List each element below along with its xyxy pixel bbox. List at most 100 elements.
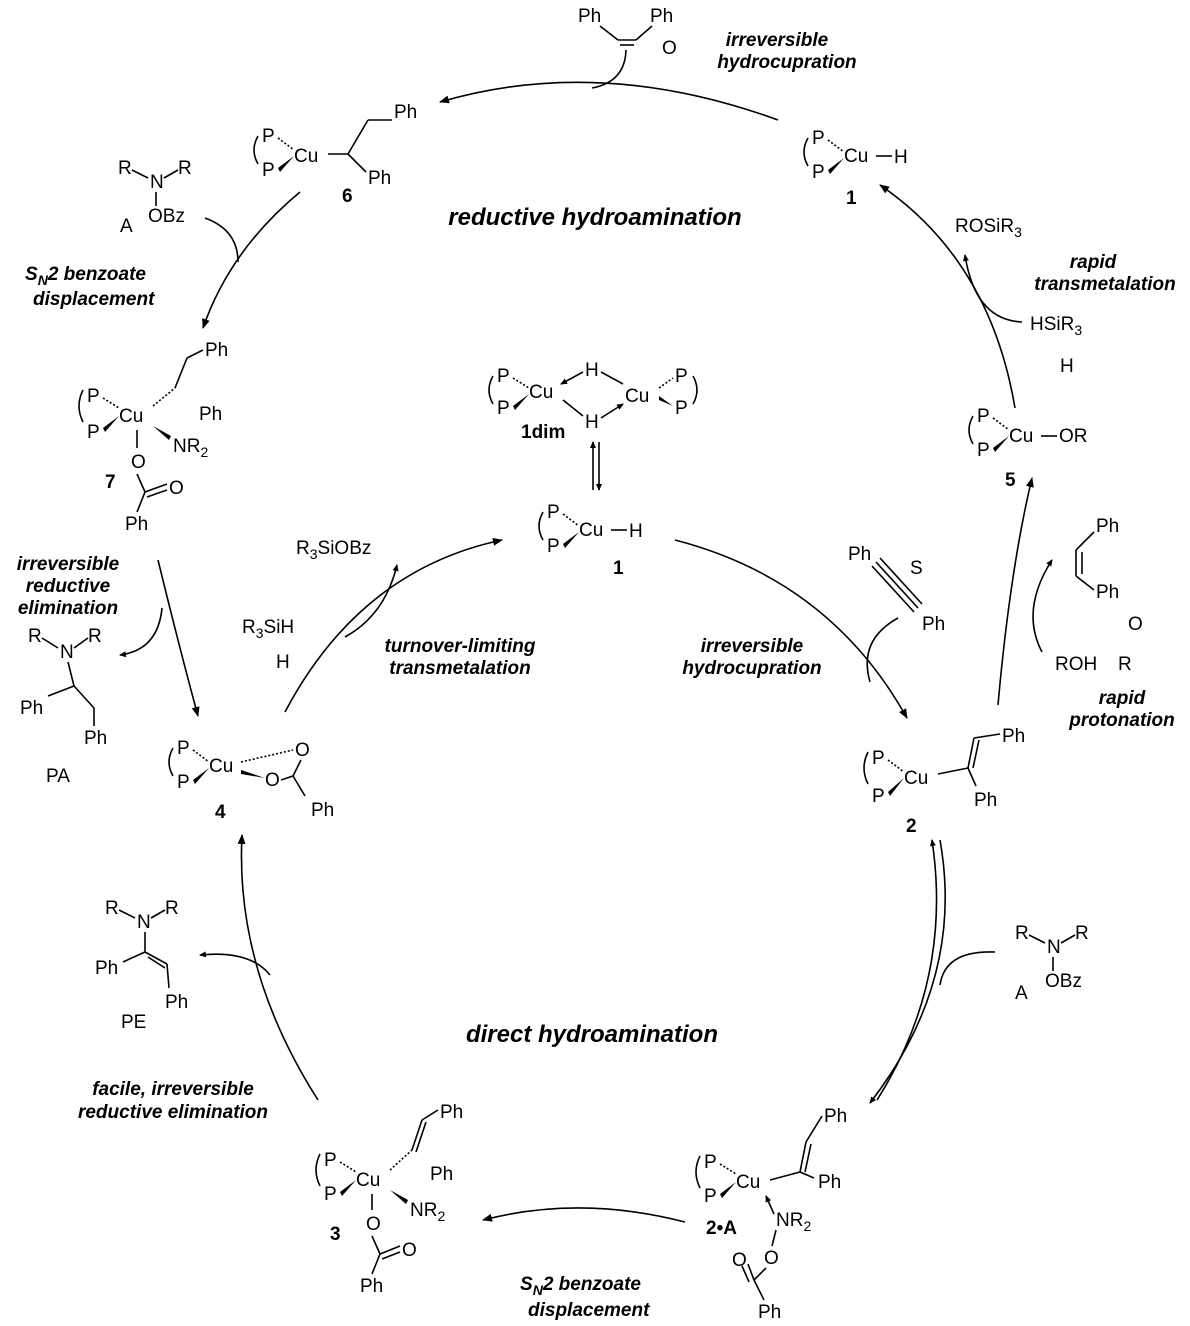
svg-text:P: P — [497, 398, 510, 419]
label-reductive-elim-upper: irreversible reductive elimination — [17, 554, 120, 619]
stilbene-top: Ph Ph O — [578, 6, 677, 59]
svg-text:Ph: Ph — [199, 404, 222, 425]
compound-1-top: P P Cu H 1 — [803, 128, 908, 209]
svg-text:H: H — [629, 521, 643, 542]
svg-text:Cu: Cu — [294, 146, 318, 167]
reagent-ROH: ROH — [1055, 654, 1097, 675]
svg-text:R: R — [105, 898, 119, 919]
svg-text:N: N — [137, 912, 151, 933]
svg-text:H: H — [585, 360, 599, 381]
svg-text:R: R — [178, 158, 192, 179]
label-sn2-bottom: SN2 benzoate displacement — [520, 1274, 650, 1321]
svg-text:PE: PE — [121, 1012, 146, 1033]
svg-text:hydrocupration: hydrocupration — [717, 52, 856, 73]
side-arc-PE-out — [199, 951, 271, 976]
svg-text:1: 1 — [613, 558, 624, 579]
svg-text:Cu: Cu — [904, 768, 928, 789]
svg-text:R: R — [165, 898, 179, 919]
svg-text:P: P — [177, 772, 190, 793]
product-PA: R N R Ph Ph PA — [20, 626, 107, 787]
svg-text:Ph: Ph — [84, 728, 107, 749]
svg-text:H: H — [894, 147, 908, 168]
svg-text:P: P — [262, 126, 275, 147]
svg-text:protonation: protonation — [1068, 710, 1175, 731]
svg-text:Ph: Ph — [311, 800, 334, 821]
svg-text:Ph: Ph — [578, 6, 601, 27]
reagent-H-tag-left: H — [276, 652, 290, 673]
svg-text:Cu: Cu — [579, 520, 603, 541]
svg-text:Ph: Ph — [922, 614, 945, 635]
svg-text:P: P — [812, 128, 825, 149]
svg-text:P: P — [872, 786, 885, 807]
side-arc-amine-in-right — [939, 951, 996, 986]
svg-text:transmetalation: transmetalation — [389, 658, 530, 679]
svg-text:6: 6 — [342, 186, 353, 207]
svg-text:7: 7 — [105, 472, 116, 493]
stilbene-right: Ph Ph O — [1075, 516, 1143, 635]
svg-text:Ph: Ph — [1002, 726, 1025, 747]
svg-text:R: R — [28, 626, 42, 647]
svg-text:P: P — [262, 160, 275, 181]
arc-2A-to-3 — [482, 1207, 686, 1223]
arc-1-to-6 — [439, 81, 779, 121]
svg-text:P: P — [675, 398, 688, 419]
svg-text:OBz: OBz — [148, 206, 185, 227]
label-hydrocupration-top: irreversible hydrocupration — [717, 30, 856, 73]
svg-text:Cu: Cu — [1009, 426, 1033, 447]
svg-text:Ph: Ph — [205, 340, 228, 361]
svg-text:Ph: Ph — [650, 6, 673, 27]
svg-text:irreversible: irreversible — [701, 636, 804, 657]
svg-text:O: O — [366, 1214, 381, 1235]
svg-text:P: P — [704, 1152, 717, 1173]
svg-text:SN2 benzoate: SN2 benzoate — [520, 1274, 641, 1298]
svg-text:R: R — [118, 158, 132, 179]
svg-text:P: P — [704, 1186, 717, 1207]
svg-text:SN2 benzoate: SN2 benzoate — [25, 264, 146, 288]
label-rapid-transmetalation: rapid transmetalation — [1034, 252, 1175, 295]
svg-text:R: R — [88, 626, 102, 647]
svg-text:OBz: OBz — [1045, 971, 1082, 992]
svg-text:Cu: Cu — [625, 386, 649, 407]
eq-2-2A-forward — [869, 839, 946, 1104]
upper-cycle-title: reductive hydroamination — [448, 204, 741, 231]
svg-text:Ph: Ph — [440, 1102, 463, 1123]
label-turnover-limiting: turnover-limiting transmetalation — [385, 636, 536, 679]
svg-text:irreversible: irreversible — [17, 554, 120, 575]
svg-text:N: N — [150, 172, 164, 193]
svg-text:P: P — [675, 366, 688, 387]
alkyne-diphenylacetylene: Ph S Ph — [848, 544, 945, 635]
compound-6: P P Cu Ph Ph 6 — [253, 102, 417, 207]
svg-text:Ph: Ph — [125, 514, 148, 535]
arc-3-to-4 — [237, 834, 319, 1101]
svg-text:2: 2 — [906, 816, 917, 837]
svg-text:Ph: Ph — [824, 1106, 847, 1127]
svg-text:NR2: NR2 — [173, 436, 208, 460]
svg-text:irreversible: irreversible — [726, 30, 829, 51]
svg-text:Ph: Ph — [360, 1276, 383, 1297]
reagent-ROSiR3: ROSiR3 — [955, 216, 1022, 240]
svg-text:Cu: Cu — [356, 1170, 380, 1191]
svg-text:P: P — [547, 536, 560, 557]
product-PE: R N R Ph Ph PE — [95, 898, 188, 1033]
svg-text:P: P — [87, 422, 100, 443]
svg-text:Cu: Cu — [529, 382, 553, 403]
compound-1dim: P P Cu H H Cu P P 1dim — [488, 360, 698, 443]
svg-text:reductive: reductive — [26, 576, 111, 597]
svg-text:Cu: Cu — [736, 1172, 760, 1193]
svg-text:Ph: Ph — [1096, 582, 1119, 603]
side-arc-PA-out — [119, 607, 163, 658]
compound-7: P P Cu Ph Ph NR2 O O Ph 7 — [78, 340, 228, 535]
eq-2-2A-back — [876, 839, 938, 1101]
svg-text:O: O — [662, 38, 677, 59]
svg-text:rapid: rapid — [1099, 688, 1146, 709]
svg-text:Ph: Ph — [95, 958, 118, 979]
label-sn2-top: SN2 benzoate displacement — [25, 264, 155, 310]
arc-2-to-5 — [997, 477, 1034, 706]
svg-text:R: R — [1015, 923, 1029, 944]
svg-text:OR: OR — [1059, 426, 1088, 447]
svg-text:transmetalation: transmetalation — [1034, 274, 1175, 295]
amine-reagent-A-top: R N R OBz A — [118, 158, 192, 237]
svg-text:S: S — [910, 558, 923, 579]
side-arc-amine-in-top — [204, 217, 239, 263]
lower-cycle-title: direct hydroamination — [466, 1021, 718, 1048]
